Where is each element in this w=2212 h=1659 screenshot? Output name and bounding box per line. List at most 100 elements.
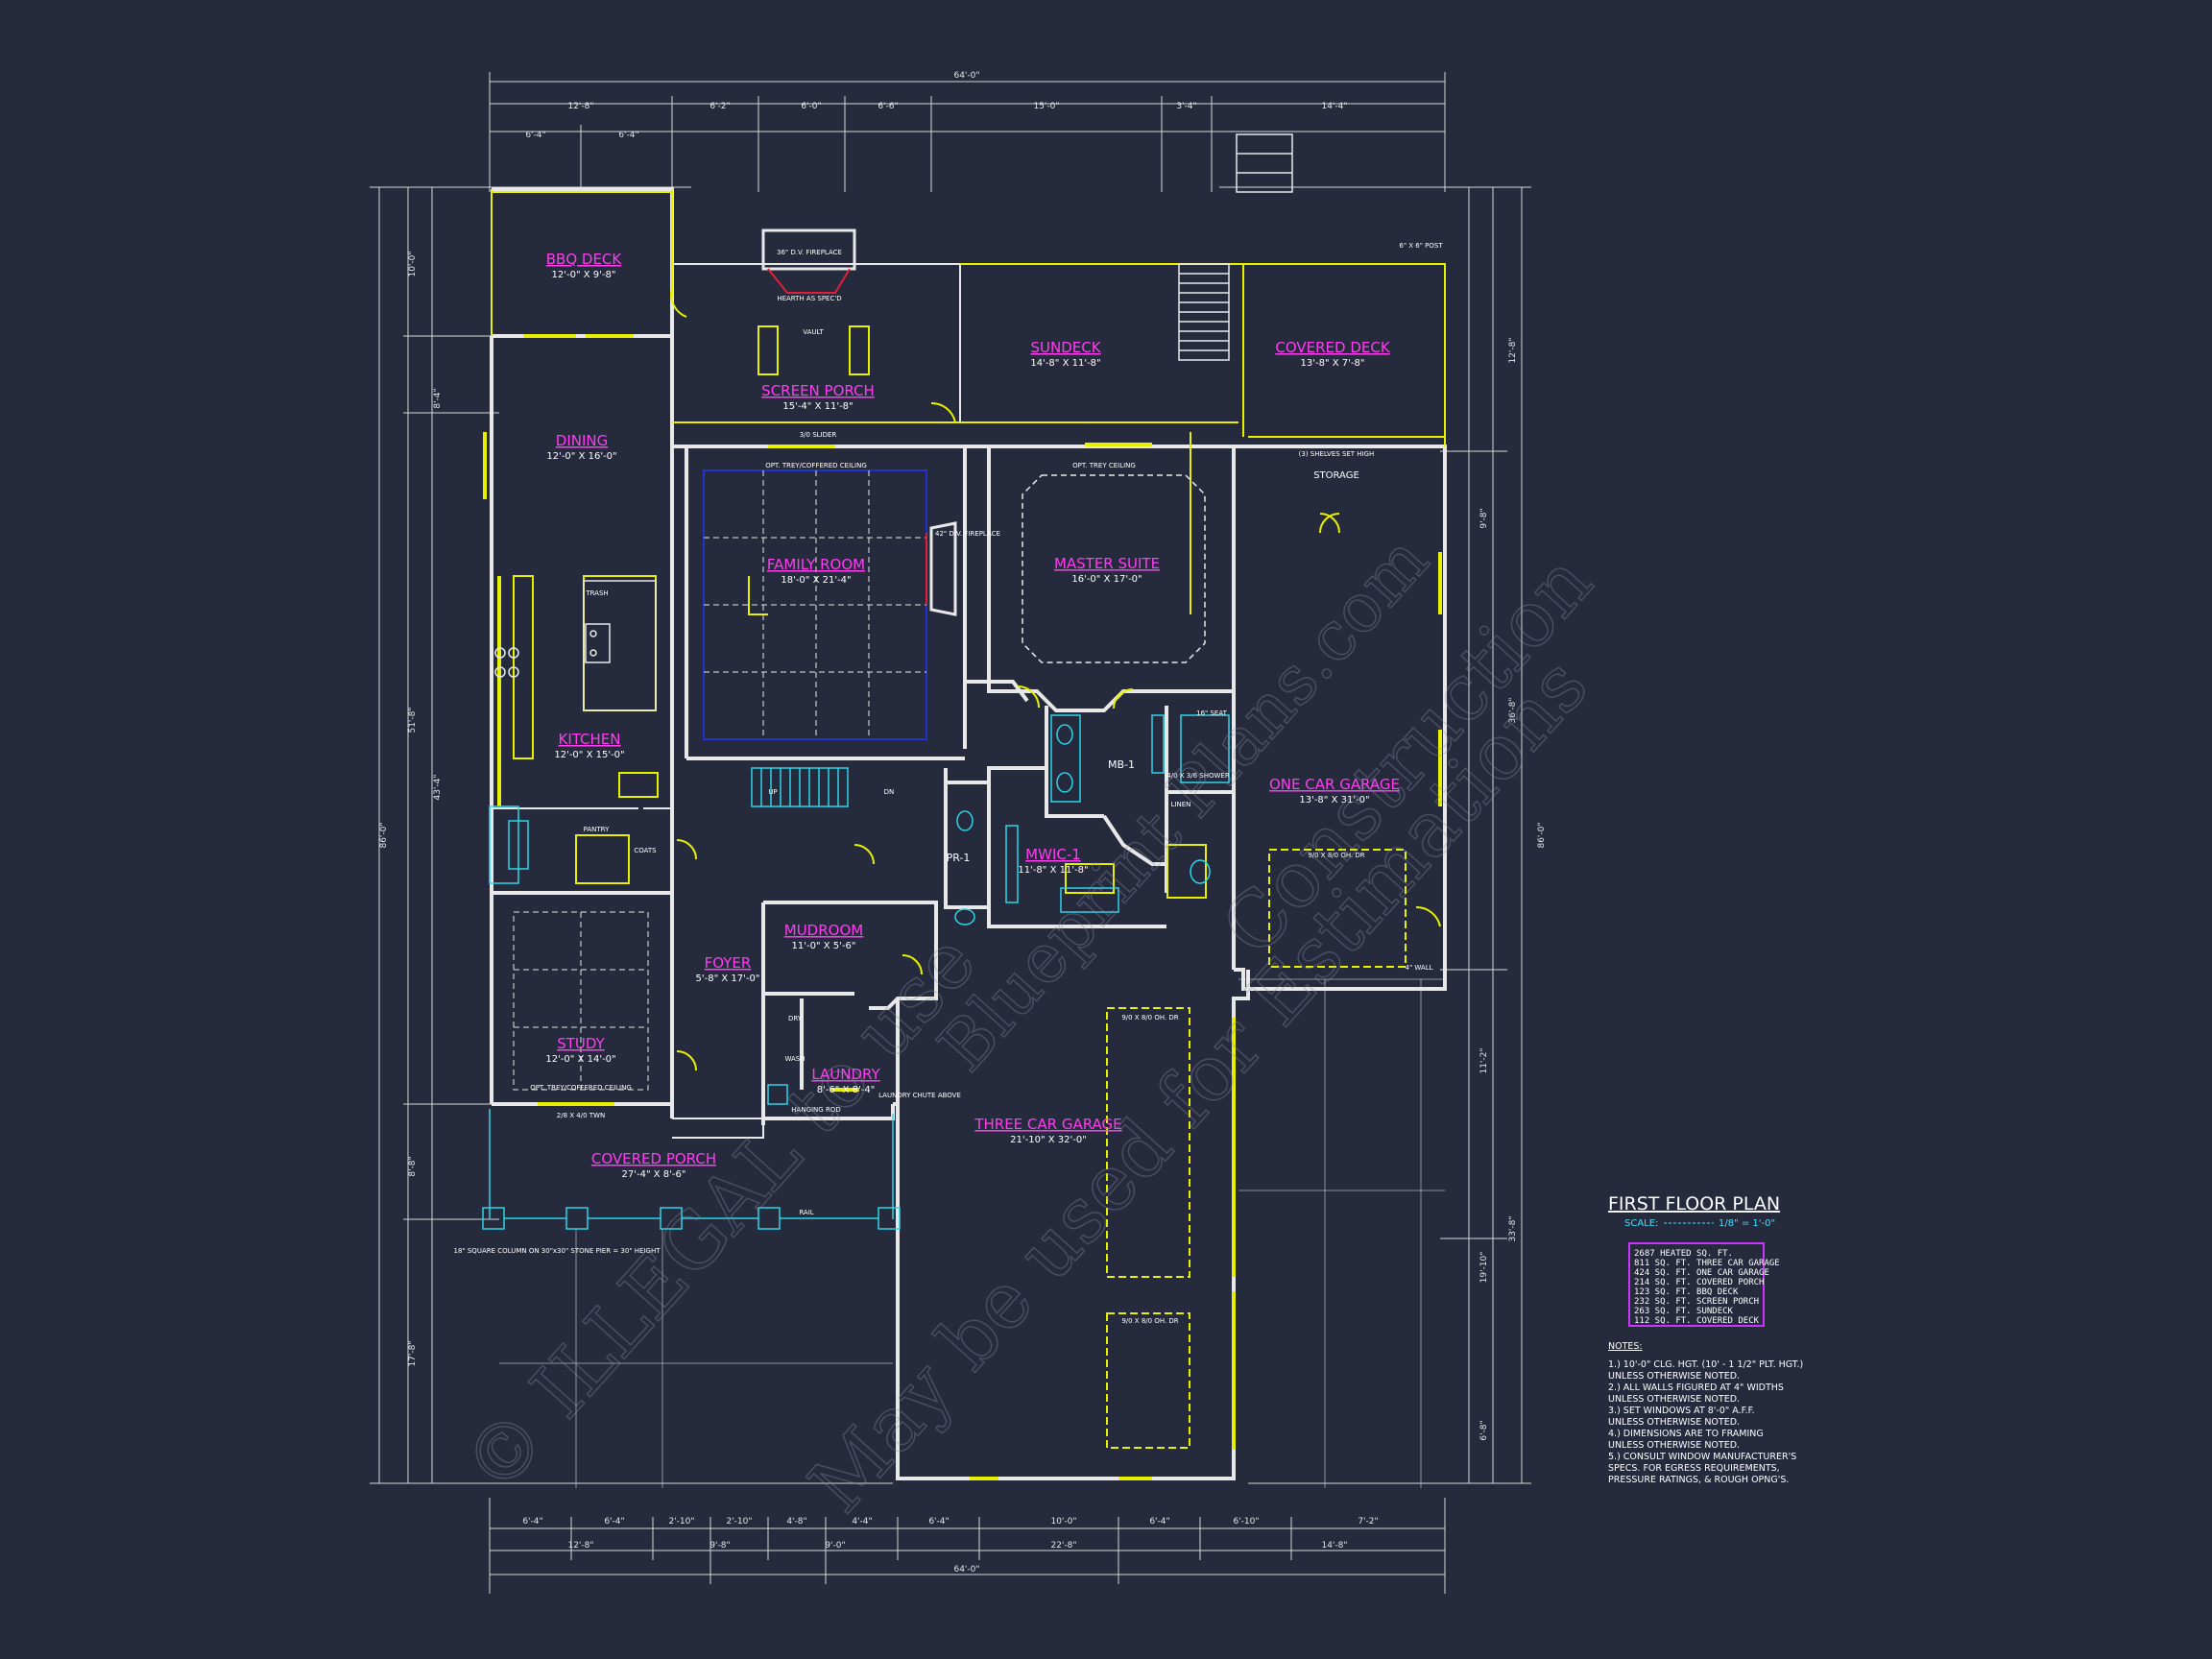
room-labels: BBQ DECK 12'-0" X 9'-8" SCREEN PORCH 15'…: [545, 251, 1400, 1180]
garage-door-label: 9/0 X 8/0 OH. DR: [1121, 1014, 1178, 1022]
dim-bottom: 2'-10": [726, 1517, 752, 1527]
dim-bottom: 14'-8": [1321, 1541, 1347, 1551]
area-row: 811 SQ. FT. THREE CAR GARAGE: [1634, 1259, 1780, 1268]
dim-top: 6'-2": [709, 102, 730, 111]
dim-right: 36'-8": [1508, 697, 1518, 723]
room-size: 11'-0" X 5'-6": [792, 941, 856, 951]
seat-label: 16" SEAT: [1196, 709, 1227, 717]
dim-top: 6'-6": [878, 102, 898, 111]
area-row: 424 SQ. FT. ONE CAR GARAGE: [1634, 1268, 1769, 1278]
title-block: FIRST FLOOR PLAN SCALE: 1/8" = 1'-0": [1608, 1193, 1780, 1229]
area-row: 232 SQ. FT. SCREEN PORCH: [1634, 1297, 1759, 1307]
note-line: PRESSURE RATINGS, & ROUGH OPNG'S.: [1608, 1475, 1789, 1485]
dim-bottom: 2'-10": [668, 1517, 694, 1527]
room-name: THREE CAR GARAGE: [974, 1116, 1121, 1133]
dim-top: 6'-4": [525, 131, 545, 140]
room-size: 21'-10" X 32'-0": [1010, 1135, 1087, 1145]
top-dimension-lines: [370, 72, 1531, 1594]
ceiling-master-label: OPT. TREY CEILING: [1072, 462, 1136, 469]
laundry-chute-label: LAUNDRY CHUTE ABOVE: [878, 1092, 961, 1099]
hanging-rod-label: HANGING ROD: [791, 1106, 840, 1114]
room-name: MB-1: [1108, 758, 1135, 771]
room-name: DINING: [556, 432, 608, 449]
note-line: 2.) ALL WALLS FIGURED AT 4" WIDTHS: [1608, 1382, 1784, 1393]
note-line: 1.) 10'-0" CLG. HGT. (10' - 1 1/2" PLT. …: [1608, 1359, 1803, 1370]
area-row: 263 SQ. FT. SUNDECK: [1634, 1307, 1734, 1316]
room-name: COVERED PORCH: [591, 1150, 716, 1167]
trash-label: TRASH: [585, 589, 608, 597]
dim-right: 33'-8": [1508, 1215, 1518, 1241]
note-line: SPECS. FOR EGRESS REQUIREMENTS,: [1608, 1463, 1780, 1474]
dim-bottom: 22'-8": [1050, 1541, 1076, 1551]
dim-top: 15'-0": [1033, 102, 1059, 111]
dim-left: 51'-8": [408, 707, 418, 733]
overall-width-bottom: 64'-0": [953, 1565, 979, 1575]
room-name: STORAGE: [1313, 470, 1359, 481]
dim-top: 12'-8": [567, 102, 593, 111]
dim-bottom: 4'-8": [786, 1517, 806, 1527]
window-label: 2/8 X 4/0 TWN: [557, 1112, 605, 1119]
room-size: 15'-4" X 11'-8": [782, 401, 853, 412]
coats-label: COATS: [634, 847, 657, 854]
note-line: 3.) SET WINDOWS AT 8'-0" A.F.F.: [1608, 1406, 1755, 1416]
room-size: 12'-0" X 15'-0": [554, 750, 624, 760]
room-name: MWIC-1: [1025, 846, 1081, 863]
room-name: FAMILY ROOM: [767, 556, 865, 573]
notes-block: NOTES: 1.) 10'-0" CLG. HGT. (10' - 1 1/2…: [1608, 1341, 1803, 1485]
overall-width-top: 64'-0": [953, 71, 979, 81]
area-row: 2687 HEATED SQ. FT.: [1634, 1249, 1733, 1259]
dim-right: 9'-8": [1479, 508, 1489, 528]
dim-bottom: 9'-8": [709, 1541, 730, 1551]
room-name: MASTER SUITE: [1054, 555, 1160, 572]
dimension-text: 64'-0" 12'-8" 6'-2" 6'-0" 6'-6" 15'-0" 3…: [379, 71, 1547, 1575]
room-size: 8'-6" X 8'-4": [817, 1085, 876, 1095]
vault-label: VAULT: [803, 328, 824, 336]
study-coffer-grid: [513, 911, 649, 1091]
room-name: LAUNDRY: [811, 1066, 880, 1083]
scale-value: 1/8" = 1'-0": [1719, 1218, 1775, 1229]
dim-bottom: 6'-4": [928, 1517, 949, 1527]
dim-bottom: 6'-4": [1149, 1517, 1169, 1527]
room-name: SCREEN PORCH: [761, 382, 875, 399]
room-name: FOYER: [705, 954, 752, 972]
dim-bottom: 6'-10": [1233, 1517, 1259, 1527]
room-name: ONE CAR GARAGE: [1269, 776, 1400, 793]
note-line: UNLESS OTHERWISE NOTED.: [1608, 1394, 1740, 1405]
dim-right: 19'-10": [1479, 1252, 1489, 1284]
room-size: 16'-0" X 17'-0": [1071, 574, 1142, 585]
area-table: 2687 HEATED SQ. FT. 811 SQ. FT. THREE CA…: [1628, 1242, 1780, 1327]
notes-heading: NOTES:: [1608, 1341, 1643, 1352]
wall-note: 4" WALL: [1405, 964, 1432, 972]
room-name: PR-1: [947, 852, 971, 864]
dim-right: 11'-2": [1479, 1047, 1489, 1073]
room-size: 27'-4" X 8'-6": [622, 1169, 686, 1180]
slider-label: 3/0 SLIDER: [800, 431, 837, 439]
top-fireplace: 36" D.V. FIREPLACE HEARTH AS SPEC'D: [761, 228, 856, 302]
garage-door-label: 9/0 X 8/0 OH. DR: [1121, 1317, 1178, 1325]
room-size: 12'-0" X 9'-8": [552, 270, 616, 280]
dim-left: 17'-8": [408, 1340, 418, 1366]
scale-label: SCALE:: [1624, 1218, 1658, 1229]
deck-outlines: [483, 189, 1446, 1480]
shower-label: 4/0 X 3/6 SHOWER: [1166, 772, 1230, 780]
dim-right: 6'-8": [1479, 1420, 1489, 1440]
interior-stair: [751, 767, 849, 807]
room-size: 5'-8" X 17'-0": [696, 974, 760, 984]
dim-top: 6'-4": [618, 131, 638, 140]
dim-bottom: 9'-0": [825, 1541, 845, 1551]
master-ceiling: [1022, 474, 1206, 663]
room-size: 13'-8" X 31'-0": [1299, 795, 1369, 805]
plan-title: FIRST FLOOR PLAN: [1608, 1193, 1780, 1214]
dryer-label: DRY: [788, 1015, 803, 1022]
area-row: 123 SQ. FT. BBQ DECK: [1634, 1287, 1739, 1297]
room-name: BBQ DECK: [546, 251, 623, 268]
dim-left: 43'-4": [433, 774, 443, 800]
dim-left: 10'-0": [408, 251, 418, 276]
garage-door-label: 9/0 X 8/0 OH. DR: [1308, 852, 1364, 859]
dim-left: 86'-0": [379, 822, 389, 848]
hearth-label: HEARTH AS SPEC'D: [777, 295, 841, 302]
room-size: 11'-8" X 11'-8": [1018, 865, 1088, 876]
room-size: 13'-8" X 7'-8": [1301, 358, 1365, 369]
kitchen-island: [494, 580, 657, 711]
